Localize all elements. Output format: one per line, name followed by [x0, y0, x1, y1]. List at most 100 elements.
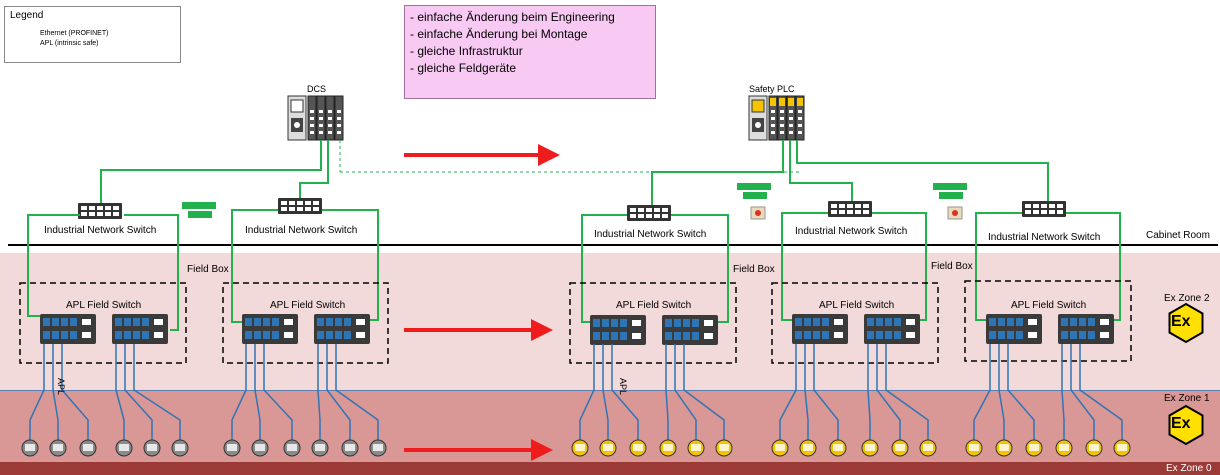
field-device-face	[315, 444, 325, 451]
network-switch-1-port	[113, 212, 119, 216]
apl-field-switch-6-port	[674, 332, 681, 340]
apl-field-switch-2-port	[124, 331, 131, 339]
eth-switch1-apl2	[124, 214, 179, 331]
apl-field-switch-10-uplink-1	[1100, 319, 1109, 325]
profinet-logo-icon-3-top	[933, 183, 967, 190]
safety-plc-rack-module-led	[789, 117, 793, 120]
apl-field-switch-1-uplink-1	[82, 319, 91, 325]
legend-item-apl: APL (intrinsic safe)	[40, 40, 99, 47]
network-switch-5-port	[1057, 204, 1063, 208]
profinet-logo-icon-1-bottom	[188, 211, 212, 218]
apl-field-switch-6-port	[683, 319, 690, 327]
network-switch-label-3: Industrial Network Switch	[594, 229, 707, 240]
eth-switch2-apl4	[322, 209, 379, 321]
apl-field-switch-8-port	[894, 331, 901, 339]
apl-cable-g3-4	[665, 344, 669, 440]
network-switch-2	[278, 198, 322, 214]
field-device-face	[1089, 444, 1099, 451]
field-device-face	[895, 444, 905, 451]
apl-field-switch-6-port	[674, 319, 681, 327]
network-switch-3-port	[654, 214, 660, 218]
apl-field-switch-8-port	[867, 318, 874, 326]
apl-field-switch-4-port	[344, 331, 351, 339]
apl-cable-g3-2	[602, 344, 609, 440]
apl-field-switch-2-port	[142, 318, 149, 326]
apl-field-switch-8-port	[894, 318, 901, 326]
eth-plc-switch5	[796, 140, 1049, 201]
apl-field-switch-2-port	[133, 318, 140, 326]
field-box-3	[569, 282, 737, 364]
safety-plc-rack-module-led	[780, 124, 784, 127]
apl-field-switch-2-port	[133, 331, 140, 339]
apl-cable-g4-4	[867, 344, 871, 440]
profinet-logo-icon-3-bottom	[939, 192, 963, 199]
red-arrow-icon-top-head	[538, 144, 560, 166]
red-arrow-icon-middle-head	[531, 319, 553, 341]
network-switch-label-4: Industrial Network Switch	[795, 226, 908, 237]
apl-cable-g1-6	[133, 344, 181, 440]
apl-cable-g2-4	[317, 344, 321, 440]
apl-field-switch-label-4: APL Field Switch	[819, 300, 895, 311]
apl-field-switch-10-port	[1079, 318, 1086, 326]
ex-zone-2-label: Ex Zone 2	[1164, 293, 1210, 304]
apl-field-switch-label-2: APL Field Switch	[270, 300, 346, 311]
apl-field-switch-3-port	[254, 318, 261, 326]
field-device-face	[999, 444, 1009, 451]
apl-field-switch-10-port	[1070, 318, 1077, 326]
apl-field-switch-1-port	[52, 318, 59, 326]
safety-plc-rack-module-led	[780, 131, 784, 134]
apl-cable-g2-3	[263, 344, 293, 440]
ex-hazard-icon-1	[1168, 302, 1204, 344]
apl-field-switch-3-port	[245, 318, 252, 326]
field-device-face	[719, 444, 729, 451]
safety-plc-rack-module-led	[771, 124, 775, 127]
network-switch-5-port	[1033, 210, 1039, 214]
apl-field-switch-5-port	[602, 332, 609, 340]
eth-dcs-switch1	[100, 140, 322, 203]
apl-field-switch-1-uplink-2	[82, 332, 91, 338]
apl-field-switch-8-port	[867, 331, 874, 339]
apl-field-switch-4-port	[344, 318, 351, 326]
ex-hazard-icon-2	[1168, 404, 1204, 446]
network-switch-2-port	[289, 201, 295, 205]
network-switch-1-port	[105, 206, 111, 210]
apl-field-switch-4-port	[326, 331, 333, 339]
network-switch-4-port	[831, 210, 837, 214]
network-switch-4-port	[855, 210, 861, 214]
network-switch-2-port	[281, 207, 287, 211]
eth-switch1-apl1	[27, 214, 80, 317]
ex-zone-0-label: Ex Zone 0	[1166, 463, 1212, 474]
safety-plc-rack-module-led	[798, 124, 802, 127]
apl-field-switch-5-port	[620, 332, 627, 340]
network-switch-4-port	[839, 204, 845, 208]
safety-badge-2-dot	[952, 210, 958, 216]
apl-field-switch-2-port	[115, 318, 122, 326]
field-device-face	[775, 444, 785, 451]
field-device-face	[175, 444, 185, 451]
apl-cable-g3-5	[674, 344, 697, 440]
apl-field-switch-7-port	[813, 318, 820, 326]
apl-cable-label-2: APL	[618, 378, 628, 396]
apl-field-switch-1-port	[61, 318, 68, 326]
network-switch-4-port	[863, 210, 869, 214]
apl-field-switch-5-port	[611, 332, 618, 340]
field-box-label-2: Field Box	[733, 264, 775, 275]
eth-switch4-apl8	[872, 212, 927, 321]
field-device-face	[803, 444, 813, 451]
apl-field-switch-2-port	[124, 318, 131, 326]
apl-field-switch-10-port	[1079, 331, 1086, 339]
network-switch-2-port	[305, 201, 311, 205]
apl-field-switch-4-port	[317, 331, 324, 339]
network-switch-3	[627, 205, 671, 221]
network-switch-3-port	[638, 208, 644, 212]
apl-cable-g5-5	[1070, 344, 1095, 440]
eth-switch4-apl7	[781, 212, 828, 321]
apl-field-switch-5-uplink-2	[632, 333, 641, 339]
network-switch-label-5: Industrial Network Switch	[988, 232, 1101, 243]
network-switch-5-port	[1041, 210, 1047, 214]
apl-cable-g2-5	[326, 344, 351, 440]
network-switch-4-port	[839, 210, 845, 214]
network-switch-1-port	[81, 212, 87, 216]
apl-cable-g5-1	[973, 344, 991, 440]
network-switch-3-port	[638, 214, 644, 218]
